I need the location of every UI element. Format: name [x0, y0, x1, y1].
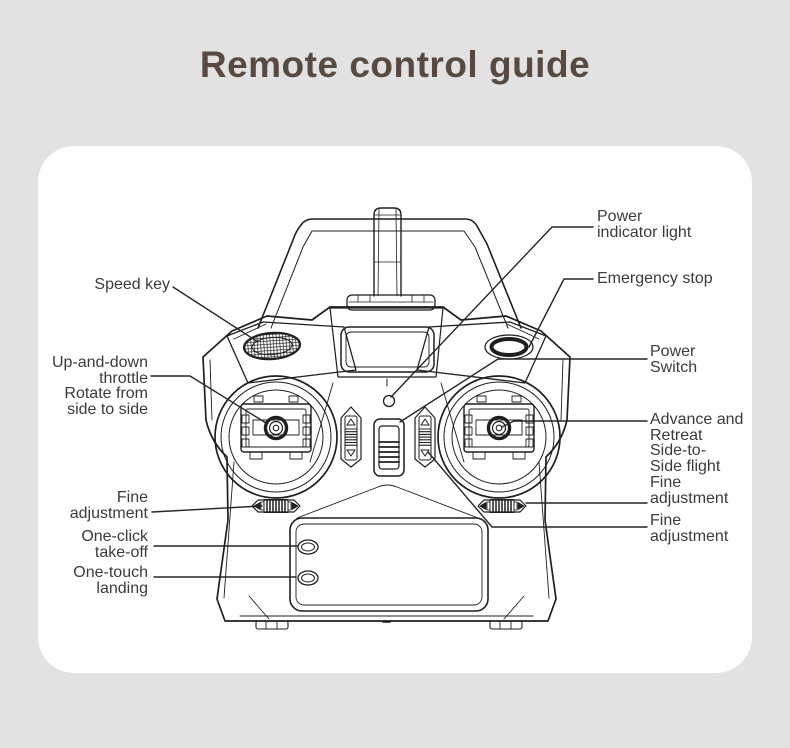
label-fine-adjustment-left: Fine adjustment: [69, 489, 148, 522]
label-fine-adjustment-right-upper: Fine adjustment: [650, 474, 729, 507]
label-power-indicator: Power indicator light: [597, 208, 692, 241]
label-speed-key: Speed key: [94, 276, 170, 293]
label-one-touch-landing: One-touch landing: [73, 564, 148, 597]
page-title: Remote control guide: [199, 44, 591, 85]
label-emergency-stop: Emergency stop: [597, 270, 713, 287]
label-one-click-takeoff: One-click take-off: [81, 528, 148, 561]
label-power-switch: Power Switch: [650, 343, 698, 376]
label-advance-retreat: Advance and Retreat Side-to- Side flight: [650, 411, 744, 475]
label-fine-adjustment-right-lower: Fine adjustment: [650, 512, 729, 545]
label-up-down-throttle: Up-and-down throttle Rotate from side to…: [51, 354, 148, 418]
